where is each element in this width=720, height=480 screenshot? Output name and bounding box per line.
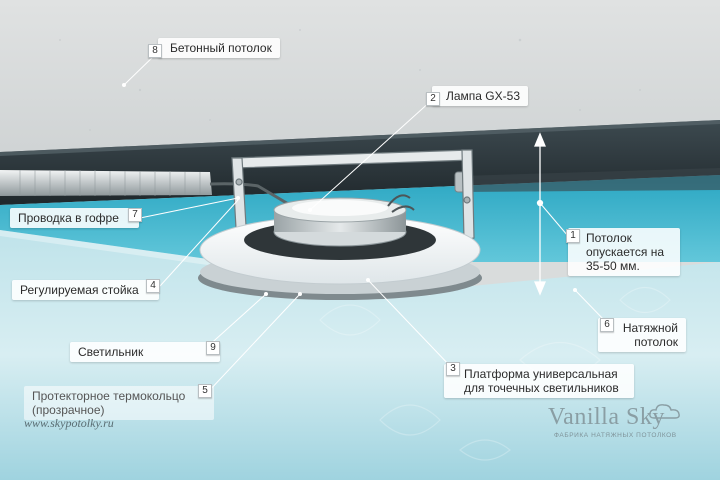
badge-8: 8 [148, 44, 162, 58]
leader-dots [122, 83, 577, 296]
badge-6: 6 [600, 318, 614, 332]
label-concrete-ceiling: Бетонный потолок [158, 38, 280, 58]
brand-name: Vanilla Sky [548, 404, 665, 430]
label-corrugated-wiring: Проводка в гофре [10, 208, 139, 228]
badge-2: 2 [426, 92, 440, 106]
badge-1: 1 [566, 229, 580, 243]
label-universal-platform: Платформа универсальная для точечных све… [444, 364, 634, 398]
leader-lines [123, 51, 607, 393]
label-ceiling-drop: Потолок опускается на 35-50 мм. [568, 228, 680, 276]
label-adjustable-stand: Регулируемая стойка [12, 280, 159, 300]
badge-4: 4 [146, 279, 160, 293]
label-lamp: Лампа GX-53 [432, 86, 528, 106]
lamp-top [292, 200, 388, 216]
bracket [231, 149, 475, 241]
website-url: www.skypotolky.ru [24, 416, 114, 430]
label-light-fixture: Светильник [70, 342, 220, 362]
badge-3: 3 [446, 362, 460, 376]
cloud-icon [649, 404, 680, 419]
brand-logo: Vanilla Sky ФАБРИКА НАТЯЖНЫХ ПОТОЛКОВ [548, 404, 698, 439]
brand-tagline: ФАБРИКА НАТЯЖНЫХ ПОТОЛКОВ [554, 432, 677, 439]
badge-7: 7 [128, 208, 142, 222]
badge-9: 9 [206, 341, 220, 355]
damask-pattern [319, 286, 671, 461]
badge-5: 5 [198, 384, 212, 398]
corrugated-pipe [0, 170, 291, 207]
concrete-texture [59, 29, 641, 131]
height-arrow [534, 132, 546, 296]
label-thermo-ring: Протекторное термокольцо (прозрачное) [24, 386, 214, 420]
